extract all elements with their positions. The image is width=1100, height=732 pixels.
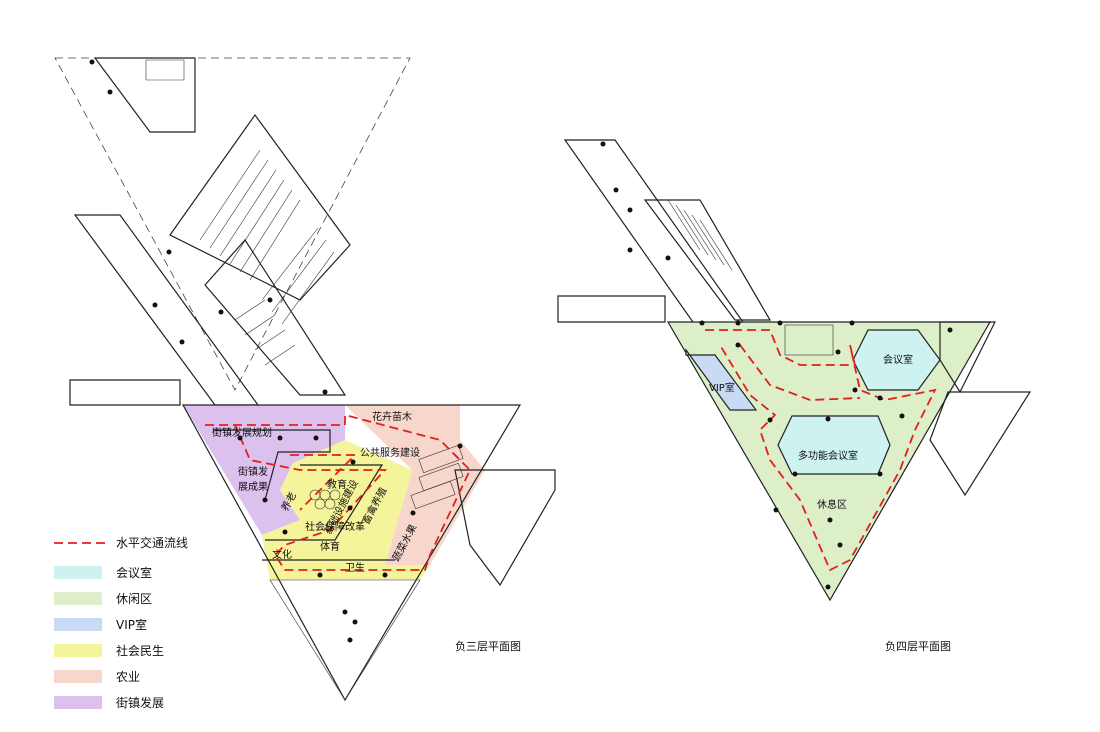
b3-partition-a [213,429,331,501]
b4-stair-hatching [667,199,733,271]
b3-right-side-rooms [454,469,556,587]
b4-flow-route [705,329,937,572]
b3-display-cases [410,444,464,510]
label-public-service: 公共服务建设 [360,446,420,459]
label-sports: 体育 [320,540,340,553]
legend-swatch-1 [54,592,102,605]
b4-main-triangle [666,321,992,602]
plan-b3: 街镇发展规划 街镇发 展成果 花卉苗木 公共服务建设 基础设施建设 畜禽养殖 蔬… [54,57,556,702]
caption-b3: 负三层平面图 [455,639,521,653]
b3-main-triangle [181,404,522,702]
label-multi-meeting: 多功能会议室 [798,449,858,462]
label-meeting-room: 会议室 [883,353,913,366]
zone-street-development [183,405,345,535]
b4-stair-block [784,324,834,356]
label-vip-room: VIP室 [709,381,735,394]
zone-social-livelihood [262,440,430,580]
legend-flow-label: 水平交通流线 [116,535,188,550]
b4-flow-route-inner [739,344,861,401]
b3-bottom-area [269,579,421,701]
b3-stair-hatching [199,149,335,366]
label-street-planning: 街镇发展规划 [212,426,272,439]
label-flowers: 花卉苗木 [372,410,412,423]
legend-label-1: 休闲区 [116,592,152,606]
legend-label-0: 会议室 [116,565,152,580]
b3-elevator-box [145,59,185,81]
legend-swatch-5 [54,696,102,709]
b3-upper-structure [93,57,196,133]
label-rest-area: 休息区 [817,498,847,511]
b3-left-corridor [69,379,181,406]
b4-columns [600,141,953,590]
b3-overhead-outline [54,57,411,391]
legend-label-3: 社会民生 [116,643,164,658]
legend-label-5: 街镇发展 [116,695,164,710]
b3-stair-wing-b [204,239,347,396]
legend-swatch-4 [54,670,102,683]
legend-swatch-3 [54,644,102,657]
b3-stair-wing-a [169,113,351,301]
label-culture: 文化 [272,548,292,561]
b3-columns [89,59,463,643]
b4-right-rooms [929,391,1032,497]
b3-flow-route [205,413,472,571]
label-street-results-1: 街镇发 [238,465,268,478]
legend-swatch-0 [54,566,102,579]
zone-agriculture [345,405,485,565]
b3-hex-cluster [309,489,341,510]
zone-vip-room [685,348,758,411]
label-health: 卫生 [345,561,365,574]
zone-multi-meeting [777,415,891,475]
b4-stair-wing [643,199,772,321]
label-street-results-2: 展成果 [238,481,268,493]
b4-left-corridor [557,295,666,323]
b4-upper-right-rooms [939,321,996,394]
label-education: 教育 [327,478,347,491]
caption-b4: 负四层平面图 [885,639,951,653]
legend-swatch-2 [54,618,102,631]
b3-diagonal-corridor [73,214,260,406]
plan-b4: 会议室 VIP室 多功能会议室 休息区 负四层平面图 [557,139,1032,653]
legend-label-4: 农业 [116,670,140,684]
label-social-security: 社会保障改革 [305,520,365,533]
legend-label-2: VIP室 [116,617,147,632]
